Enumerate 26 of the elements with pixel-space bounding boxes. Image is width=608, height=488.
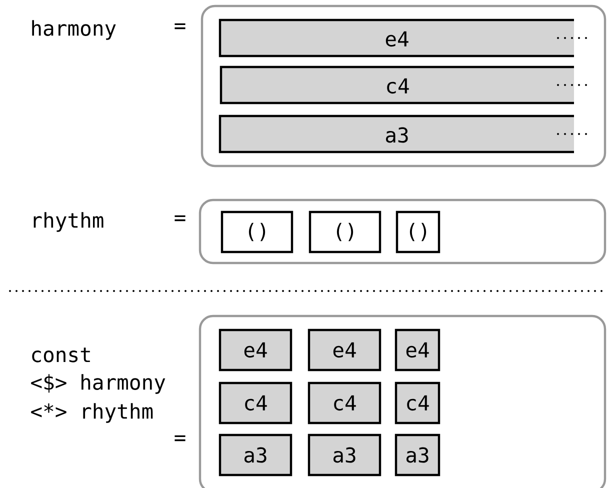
cell: a3 <box>308 434 382 476</box>
equals-sign: = <box>174 435 186 442</box>
rounded-frame <box>198 314 606 488</box>
bar: e4 <box>218 18 593 58</box>
code-label: <*> rhythm <box>31 403 153 423</box>
equals-sign: = <box>174 215 186 222</box>
cell: () <box>220 210 294 254</box>
cell: a3 <box>218 434 292 476</box>
cell: c4 <box>308 382 382 424</box>
code-label: harmony <box>32 20 116 40</box>
code-label: const <box>32 348 90 362</box>
rounded-frame <box>198 198 606 264</box>
code-label: <$> harmony <box>31 374 166 394</box>
cell: () <box>396 210 440 254</box>
cell: e4 <box>308 328 382 372</box>
cell: c4 <box>394 382 440 424</box>
code-label: rhythm <box>34 212 104 232</box>
rounded-frame <box>200 4 606 168</box>
cell: e4 <box>394 328 440 372</box>
bar: c4 <box>220 66 593 104</box>
cell: c4 <box>218 382 292 424</box>
cell: a3 <box>394 434 440 476</box>
bar: a3 <box>218 114 593 154</box>
cell: e4 <box>218 328 292 372</box>
cell: () <box>308 210 382 254</box>
equals-sign: = <box>174 23 186 30</box>
